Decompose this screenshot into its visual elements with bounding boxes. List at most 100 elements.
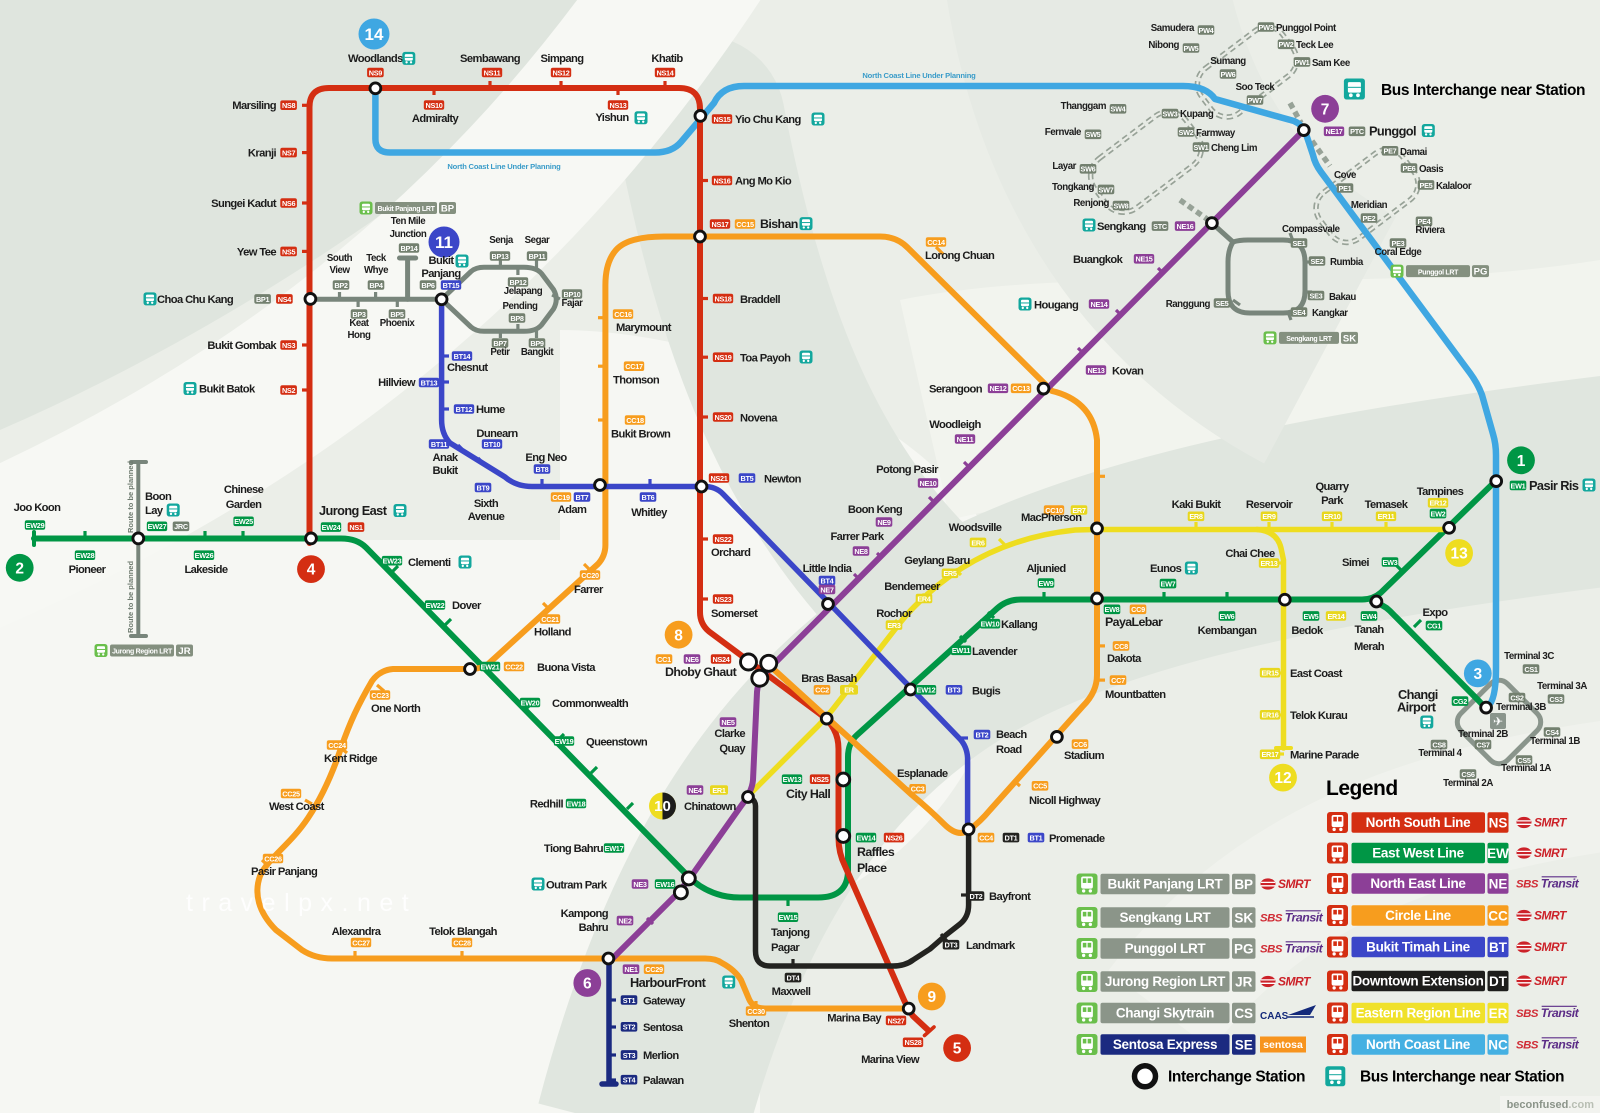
svg-text:Layar: Layar xyxy=(1052,161,1076,172)
svg-text:Kampong: Kampong xyxy=(561,908,609,920)
svg-text:ER13: ER13 xyxy=(1260,559,1277,568)
svg-text:Bus Interchange near Station: Bus Interchange near Station xyxy=(1360,1069,1564,1086)
svg-text:Bus Interchange near Station: Bus Interchange near Station xyxy=(1381,82,1585,99)
svg-text:Holland: Holland xyxy=(534,627,572,639)
svg-text:CG1: CG1 xyxy=(1427,622,1441,631)
svg-text:JRC: JRC xyxy=(174,522,189,531)
svg-text:8: 8 xyxy=(674,627,683,644)
svg-text:NS19: NS19 xyxy=(714,353,731,362)
svg-text:Bendemeer: Bendemeer xyxy=(884,581,941,593)
svg-text:Transit: Transit xyxy=(1541,1006,1580,1020)
svg-text:Teck: Teck xyxy=(366,253,387,264)
svg-text:NS26: NS26 xyxy=(885,834,902,843)
svg-text:Ang Mo Kio: Ang Mo Kio xyxy=(735,176,792,188)
svg-text:Circle Line: Circle Line xyxy=(1385,908,1452,923)
svg-text:Meridian: Meridian xyxy=(1351,200,1388,211)
svg-text:Chinese: Chinese xyxy=(224,484,264,496)
svg-text:Changi Skytrain: Changi Skytrain xyxy=(1116,1006,1214,1021)
svg-text:4: 4 xyxy=(307,562,316,579)
svg-text:1: 1 xyxy=(1517,453,1526,470)
svg-text:Tanjong: Tanjong xyxy=(771,927,810,939)
svg-text:10: 10 xyxy=(654,798,671,815)
svg-text:Sam Kee: Sam Kee xyxy=(1312,58,1351,69)
svg-text:ER1: ER1 xyxy=(712,786,726,795)
svg-text:Outram Park: Outram Park xyxy=(546,880,608,892)
svg-text:Chesnut: Chesnut xyxy=(447,362,488,374)
svg-text:Sentosa Express: Sentosa Express xyxy=(1113,1037,1217,1052)
svg-text:SMRT: SMRT xyxy=(1534,846,1568,860)
svg-text:NE9: NE9 xyxy=(877,518,891,527)
svg-text:CS7: CS7 xyxy=(1476,741,1490,750)
svg-text:PE2: PE2 xyxy=(1363,214,1376,223)
svg-text:CS: CS xyxy=(1234,1006,1253,1021)
svg-text:Lakeside: Lakeside xyxy=(184,564,227,576)
svg-text:Marine Parade: Marine Parade xyxy=(1290,750,1359,762)
svg-text:PayaLebar: PayaLebar xyxy=(1105,615,1163,629)
svg-text:PW6: PW6 xyxy=(1221,70,1236,79)
svg-text:Simpang: Simpang xyxy=(540,53,584,65)
svg-text:Whitley: Whitley xyxy=(631,507,668,519)
svg-text:SW8: SW8 xyxy=(1114,201,1129,210)
svg-text:CC14: CC14 xyxy=(927,238,946,247)
svg-text:Queenstown: Queenstown xyxy=(586,737,648,749)
svg-text:Hume: Hume xyxy=(476,404,505,416)
svg-text:Nibong: Nibong xyxy=(1148,40,1179,51)
svg-text:Khatib: Khatib xyxy=(651,53,683,65)
svg-text:Jurong Region LRT: Jurong Region LRT xyxy=(112,649,173,656)
svg-text:SW6: SW6 xyxy=(1081,165,1096,174)
svg-text:NE11: NE11 xyxy=(957,435,974,444)
svg-text:NE3: NE3 xyxy=(633,880,647,889)
svg-text:CC28: CC28 xyxy=(453,938,471,947)
svg-text:CC6: CC6 xyxy=(1073,740,1087,749)
svg-text:EW: EW xyxy=(1487,846,1509,861)
svg-text:Jurong East: Jurong East xyxy=(319,503,388,518)
svg-text:DT4: DT4 xyxy=(787,974,801,983)
svg-text:Novena: Novena xyxy=(740,413,778,425)
svg-text:Bayfront: Bayfront xyxy=(989,891,1031,903)
svg-text:Sumang: Sumang xyxy=(1210,56,1246,67)
svg-text:Legend: Legend xyxy=(1326,777,1398,800)
svg-text:BP6: BP6 xyxy=(421,281,435,290)
svg-text:ER7: ER7 xyxy=(1072,506,1086,515)
svg-text:Clementi: Clementi xyxy=(408,557,451,569)
svg-text:Admiralty: Admiralty xyxy=(412,113,460,125)
svg-text:ER: ER xyxy=(844,686,855,695)
svg-text:Terminal 2A: Terminal 2A xyxy=(1443,778,1493,789)
svg-text:Keat: Keat xyxy=(349,318,369,329)
svg-text:Bukit Batok: Bukit Batok xyxy=(199,384,256,396)
svg-text:Pagar: Pagar xyxy=(771,942,800,954)
svg-text:Clarke: Clarke xyxy=(714,728,745,740)
svg-text:PE1: PE1 xyxy=(1339,184,1352,193)
svg-text:Whye: Whye xyxy=(364,265,389,276)
svg-text:Senja: Senja xyxy=(489,235,514,246)
svg-text:EW17: EW17 xyxy=(605,844,624,853)
svg-text:BT7: BT7 xyxy=(576,493,589,502)
svg-text:Garden: Garden xyxy=(226,499,262,511)
svg-text:Cheng Lim: Cheng Lim xyxy=(1211,143,1258,154)
svg-text:North South Line: North South Line xyxy=(1366,815,1471,830)
svg-text:EW6: EW6 xyxy=(1220,612,1235,621)
svg-text:Changi: Changi xyxy=(1398,687,1438,702)
svg-text:CC9: CC9 xyxy=(1131,605,1145,614)
svg-text:Kangkar: Kangkar xyxy=(1312,308,1348,319)
svg-text:Sengkang LRT: Sengkang LRT xyxy=(1286,336,1332,343)
svg-text:NS1: NS1 xyxy=(349,523,363,532)
svg-text:Beach: Beach xyxy=(996,729,1027,741)
svg-text:NS21: NS21 xyxy=(710,474,727,483)
svg-text:Farrer: Farrer xyxy=(574,584,604,596)
svg-text:Mountbatten: Mountbatten xyxy=(1105,689,1166,701)
svg-text:Kallang: Kallang xyxy=(1001,619,1038,631)
svg-text:Yio Chu Kang: Yio Chu Kang xyxy=(735,114,801,126)
svg-text:EW28: EW28 xyxy=(76,551,95,560)
svg-text:Lorong Chuan: Lorong Chuan xyxy=(925,250,995,262)
svg-text:MacPherson: MacPherson xyxy=(1021,512,1082,524)
svg-text:Telok Kurau: Telok Kurau xyxy=(1290,710,1348,722)
svg-text:CC4: CC4 xyxy=(979,834,994,843)
svg-text:Coral Edge: Coral Edge xyxy=(1375,247,1423,258)
svg-text:NE13: NE13 xyxy=(1087,366,1104,375)
svg-text:PTC: PTC xyxy=(1350,127,1365,136)
svg-text:Jurong Region LRT: Jurong Region LRT xyxy=(1105,974,1226,989)
svg-text:ER3: ER3 xyxy=(887,621,901,630)
svg-text:Promenade: Promenade xyxy=(1049,833,1105,845)
svg-text:Kovan: Kovan xyxy=(1112,366,1144,378)
